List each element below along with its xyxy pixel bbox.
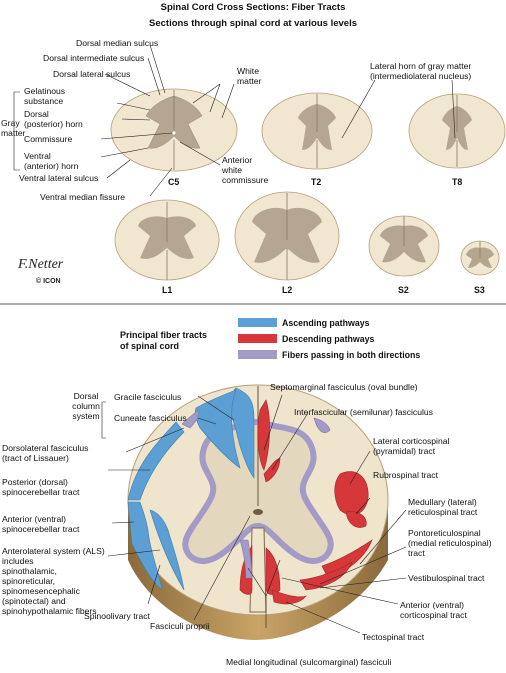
anterior-spinocerebellar [127, 501, 163, 591]
level-t2: T2 [311, 177, 322, 187]
label-ventral-horn: Ventral (anterior) horn [24, 151, 79, 171]
netter-signature-logo: F.Netter © ICON [17, 257, 64, 285]
label-cuneate-fasciculus: Cuneate fasciculus [114, 413, 187, 423]
lower-leader-lines [101, 394, 407, 634]
label-medial-longitudinal: Medial longitudinal (sulcomarginal) fasc… [226, 657, 392, 667]
label-lateral-corticospinal: Lateral corticospinal (pyramidal) tract [373, 436, 450, 456]
level-l1: L1 [162, 285, 173, 295]
label-lateral-horn: Lateral horn of gray matter (intermediol… [370, 61, 472, 81]
label-dorsal-lateral-sulcus: Dorsal lateral sulcus [53, 69, 131, 79]
both-direction-tracts [181, 409, 331, 579]
septomarginal-fasciculus [257, 399, 270, 471]
medial-longitudinal-fasciculus [239, 539, 253, 579]
legend-swatch-descending [238, 334, 277, 343]
label-ventral-lateral-sulcus: Ventral lateral sulcus [19, 173, 99, 183]
cuneate-fasciculus [194, 389, 241, 469]
label-tectospinal: Tectospinal tract [362, 632, 425, 642]
page-subtitle: Sections through spinal cord at various … [149, 18, 357, 29]
upper-leader-lines [13, 44, 456, 197]
svg-text:F.Netter: F.Netter [17, 257, 64, 272]
label-gracile-fasciculus: Gracile fasciculus [114, 392, 182, 402]
legend-title: Principal fiber tracts of spinal cord [120, 330, 208, 351]
label-gelatinous-substance: Gelatinous substance [24, 86, 66, 106]
legend-swatch-ascending [238, 318, 277, 327]
label-anterolateral-system: Anterolateral system (ALS) includes spin… [2, 546, 105, 616]
section-s2 [368, 215, 440, 277]
label-interfascicular: Interfascicular (semilunar) fasciculus [294, 407, 433, 417]
label-posterior-spinocerebellar: Posterior (dorsal) spinocerebellar tract [2, 477, 80, 497]
section-t2 [261, 92, 373, 170]
label-anterior-corticospinal: Anterior (ventral) corticospinal tract [400, 600, 467, 620]
legend-label-descending: Descending pathways [282, 334, 375, 344]
label-rubrospinal: Rubrospinal tract [373, 470, 438, 480]
label-pontoreticulospinal: Pontoreticulospinal (medial reticulospin… [408, 528, 492, 558]
ascending-tracts [127, 387, 255, 591]
label-septomarginal: Septomarginal fasciculus (oval bundle) [270, 382, 418, 392]
vestibulospinal-tract [299, 561, 353, 591]
level-c5: C5 [168, 177, 180, 187]
label-dorsolateral-fasciculus: Dorsolateral fasciculus (tract of Lissau… [2, 443, 89, 463]
descending-tracts [239, 399, 373, 605]
label-ventral-median-fissure: Ventral median fissure [40, 192, 126, 202]
label-dorsal-horn: Dorsal (posterior) horn [24, 109, 83, 129]
posterior-spinocerebellar [127, 421, 185, 501]
lateral-corticospinal-tract [334, 471, 369, 516]
label-dorsal-median-sulcus: Dorsal median sulcus [76, 38, 159, 48]
legend-swatch-both [238, 350, 277, 359]
anterolateral-system [149, 509, 185, 591]
section-t8 [408, 93, 506, 169]
dorsolateral-fasciculus-right [313, 417, 331, 433]
legend-label-ascending: Ascending pathways [282, 318, 370, 328]
legend-label-both: Fibers passing in both directions [282, 350, 421, 360]
section-s3 [460, 240, 500, 276]
label-spinoolivary-tract: Spinoolivary tract [84, 611, 150, 621]
large-cross-section [127, 384, 389, 640]
label-fasciculi-proprii: Fasciculi proprii [150, 621, 210, 631]
label-anterior-white-commissure: Anterior white commissure [222, 155, 269, 185]
section-l2 [234, 191, 340, 281]
label-anterior-spinocerebellar: Anterior (ventral) spinocerebellar tract [2, 514, 80, 534]
section-c5 [110, 88, 238, 172]
dorsolateral-fasciculus [181, 409, 199, 429]
tectospinal-tract [271, 589, 307, 605]
level-t8: T8 [452, 177, 463, 187]
label-dorsal-intermediate-sulcus: Dorsal intermediate sulcus [43, 53, 145, 63]
level-s2: S2 [398, 285, 409, 295]
label-gray-matter: Gray matter [1, 118, 26, 138]
label-white-matter: White matter [237, 66, 262, 86]
svg-text:© ICON: © ICON [36, 277, 61, 285]
page-title: Spinal Cord Cross Sections: Fiber Tracts [160, 2, 346, 13]
label-vestibulospinal: Vestibulospinal tract [408, 573, 485, 583]
label-dorsal-column-system: Dorsal column system [72, 391, 100, 421]
level-l2: L2 [282, 285, 293, 295]
section-l1 [114, 199, 220, 281]
label-medullary-reticulospinal: Medullary (lateral) reticulospinal tract [408, 497, 478, 517]
level-s3: S3 [474, 285, 485, 295]
label-commissure: Commissure [24, 134, 73, 144]
rubrospinal-tract [345, 511, 367, 528]
